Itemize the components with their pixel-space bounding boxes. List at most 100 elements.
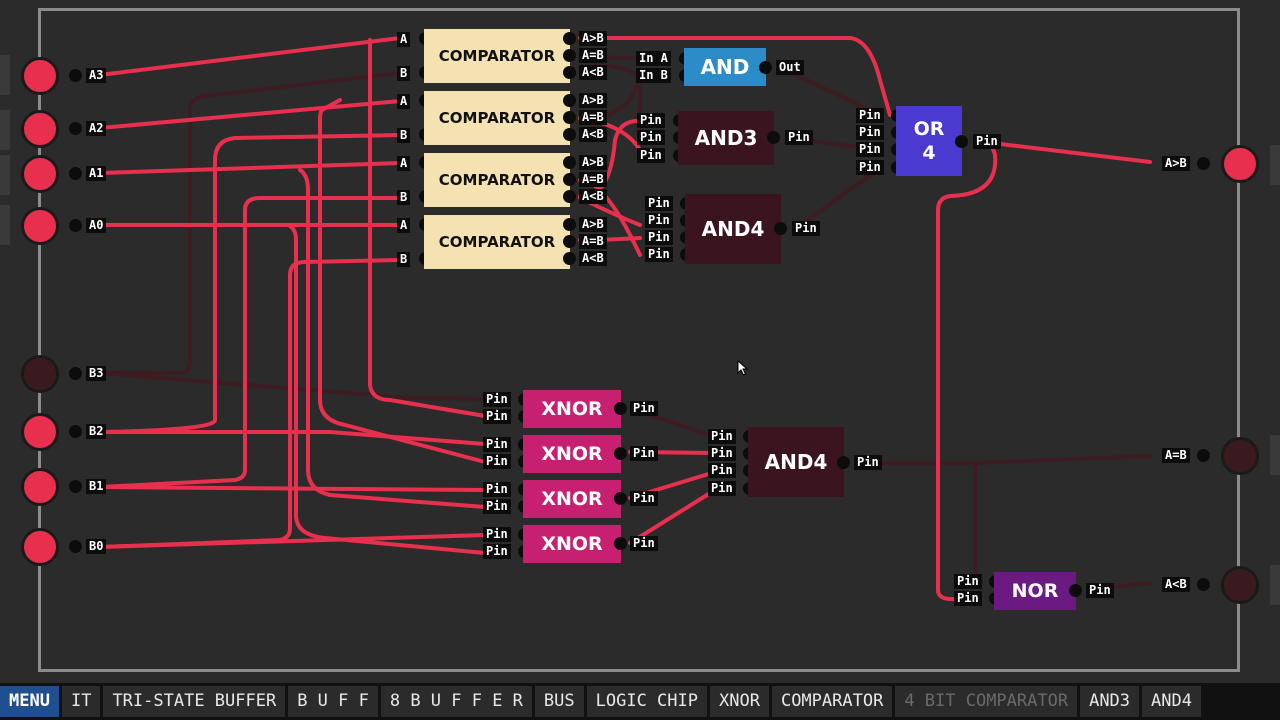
pin-connector[interactable] — [563, 111, 576, 124]
pin-label: Pin — [483, 499, 511, 514]
input-label: A1 — [86, 166, 107, 181]
pin-label: Pin — [645, 213, 673, 228]
output-label: A>B — [1162, 156, 1190, 171]
pin-connector[interactable] — [837, 456, 850, 469]
pin-label: Pin — [792, 221, 820, 236]
input-toggle-a0[interactable] — [21, 207, 59, 245]
pin-connector[interactable] — [1197, 157, 1210, 170]
toolbar-item-tri-state-buffer[interactable]: TRI-STATE BUFFER — [103, 686, 286, 717]
pin-connector[interactable] — [563, 252, 576, 265]
and-gate-body[interactable]: AND — [684, 48, 766, 86]
toolbar-item-it[interactable]: IT — [61, 686, 101, 717]
xnor-gate-body[interactable]: XNOR — [523, 435, 621, 473]
input-toggle-a2[interactable] — [21, 110, 59, 148]
input-label: B0 — [86, 539, 107, 554]
pin-label: Pin — [708, 481, 736, 496]
and3-gate-body[interactable]: AND3 — [678, 111, 774, 165]
pin-connector[interactable] — [563, 128, 576, 141]
pin-connector[interactable] — [1197, 449, 1210, 462]
input-toggle-a1[interactable] — [21, 155, 59, 193]
or4-gate-body[interactable]: OR 4 — [896, 106, 962, 176]
pin-connector[interactable] — [563, 218, 576, 231]
toolbar-item-buff[interactable]: B U F F — [288, 686, 378, 717]
xnor-gate-body[interactable]: XNOR — [523, 480, 621, 518]
pin-label: Pin — [708, 429, 736, 444]
pin-connector[interactable] — [563, 49, 576, 62]
pin-connector[interactable] — [955, 135, 968, 148]
pin-label: Pin — [708, 463, 736, 478]
pin-label: Pin — [954, 591, 982, 606]
pin-connector[interactable] — [563, 235, 576, 248]
toolbar-item-4-bit-comparator[interactable]: 4 BIT COMPARATOR — [895, 686, 1078, 717]
pin-connector[interactable] — [767, 131, 780, 144]
pin-label: A — [397, 94, 411, 109]
xnor-gate-body[interactable]: XNOR — [523, 390, 621, 428]
input-label: B1 — [86, 479, 107, 494]
pin-connector[interactable] — [1197, 578, 1210, 591]
pin-connector[interactable] — [69, 425, 82, 438]
pin-connector[interactable] — [614, 402, 627, 415]
output-label: A=B — [1162, 448, 1190, 463]
pin-connector[interactable] — [69, 122, 82, 135]
input-toggle-a3[interactable] — [21, 57, 59, 95]
comparator-body[interactable]: COMPARATOR — [424, 215, 570, 269]
input-toggle-b0[interactable] — [21, 528, 59, 566]
pin-label: B — [397, 190, 411, 205]
toolbar-item-8-buffer[interactable]: 8 B U F F E R — [380, 686, 532, 717]
menu-button[interactable]: MENU — [0, 686, 59, 717]
toolbar-item-xnor[interactable]: XNOR — [710, 686, 769, 717]
toolbar-item-and3[interactable]: AND3 — [1080, 686, 1140, 717]
pin-connector[interactable] — [614, 447, 627, 460]
pin-connector[interactable] — [69, 540, 82, 553]
edge-tab — [1270, 145, 1280, 185]
pin-label: Pin — [630, 446, 658, 461]
pin-connector[interactable] — [1069, 584, 1082, 597]
pin-connector[interactable] — [69, 219, 82, 232]
output-label: A<B — [1162, 577, 1190, 592]
or4-label-line2: 4 — [922, 142, 936, 164]
pin-connector[interactable] — [69, 367, 82, 380]
and4-gate-body[interactable]: AND4 — [748, 427, 844, 497]
pin-connector[interactable] — [614, 537, 627, 550]
pin-label: A>B — [579, 217, 607, 232]
xnor-gate-body[interactable]: XNOR — [523, 525, 621, 563]
pin-label: Pin — [645, 230, 673, 245]
toolbar-item-comparator[interactable]: COMPARATOR — [771, 686, 893, 717]
pin-connector[interactable] — [563, 66, 576, 79]
toolbar-item-and4[interactable]: AND4 — [1142, 686, 1201, 717]
pin-label: Pin — [708, 446, 736, 461]
pin-connector[interactable] — [563, 94, 576, 107]
toolbar-item-logic-chip[interactable]: LOGIC CHIP — [586, 686, 707, 717]
input-toggle-b2[interactable] — [21, 413, 59, 451]
pin-connector[interactable] — [69, 167, 82, 180]
pin-connector[interactable] — [563, 173, 576, 186]
input-toggle-b3[interactable] — [21, 355, 59, 393]
edge-tab — [1270, 435, 1280, 475]
pin-connector[interactable] — [614, 492, 627, 505]
pin-label: Pin — [637, 148, 665, 163]
pin-label: A>B — [579, 155, 607, 170]
comparator-body[interactable]: COMPARATOR — [424, 91, 570, 145]
pin-connector[interactable] — [563, 190, 576, 203]
pin-connector[interactable] — [774, 222, 787, 235]
edge-tab — [0, 55, 10, 95]
comparator-body[interactable]: COMPARATOR — [424, 153, 570, 207]
pin-label: Pin — [856, 160, 884, 175]
input-toggle-b1[interactable] — [21, 468, 59, 506]
pin-label: Pin — [973, 134, 1001, 149]
pin-connector[interactable] — [69, 69, 82, 82]
pin-label: Pin — [856, 125, 884, 140]
pin-label: A<B — [579, 127, 607, 142]
pin-label: A — [397, 156, 411, 171]
pin-label: In A — [636, 51, 671, 66]
pin-label: Pin — [483, 482, 511, 497]
toolbar-item-bus[interactable]: BUS — [534, 686, 584, 717]
and4-gate-body[interactable]: AND4 — [685, 194, 781, 264]
pin-connector[interactable] — [759, 61, 772, 74]
comparator-body[interactable]: COMPARATOR — [424, 29, 570, 83]
pin-connector[interactable] — [69, 480, 82, 493]
pin-connector[interactable] — [563, 156, 576, 169]
pin-label: A<B — [579, 189, 607, 204]
pin-connector[interactable] — [563, 32, 576, 45]
nor-gate-body[interactable]: NOR — [994, 572, 1076, 610]
